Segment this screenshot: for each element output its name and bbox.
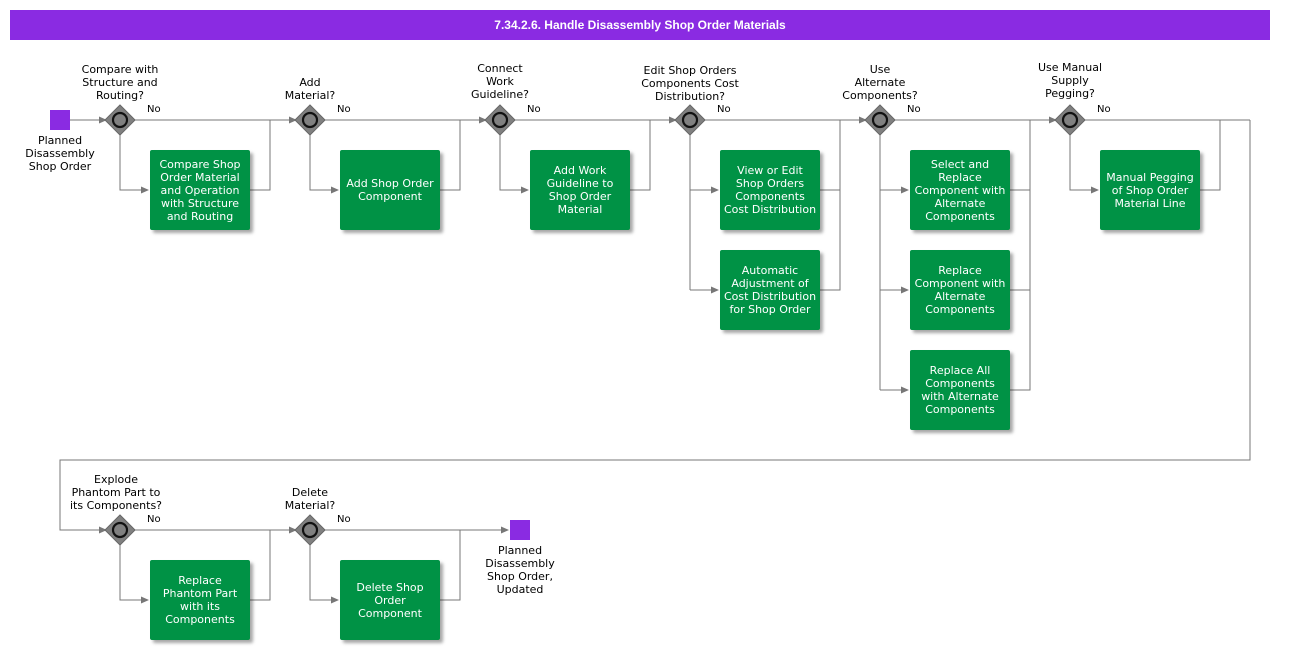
no-label-g7: No bbox=[147, 514, 161, 525]
task-edit-cost-distribution[interactable]: View or Edit Shop Orders Components Cost… bbox=[720, 150, 820, 230]
flow-wrap bbox=[59, 120, 1251, 534]
flow-t9-out bbox=[1200, 120, 1221, 191]
task-compare-material[interactable]: Compare Shop Order Material and Operatio… bbox=[150, 150, 250, 230]
gateway-g8-shape bbox=[294, 514, 326, 546]
flow-g3-yes bbox=[499, 134, 529, 194]
task-auto-adjust-cost[interactable]: Automatic Adjustment of Cost Distributio… bbox=[720, 250, 820, 330]
no-label-g4: No bbox=[717, 104, 731, 115]
flow-g7-yes bbox=[119, 544, 149, 604]
flow-g1-yes bbox=[119, 134, 149, 194]
gateway-g1-shape bbox=[104, 104, 136, 136]
flow-g6-yes bbox=[1069, 134, 1099, 194]
task-manual-pegging[interactable]: Manual Pegging of Shop Order Material Li… bbox=[1100, 150, 1200, 230]
gateway-g5-shape bbox=[864, 104, 896, 136]
gateway-shapes bbox=[104, 104, 1086, 546]
flow-t10-out bbox=[250, 526, 297, 601]
flow-t5-out bbox=[820, 116, 867, 291]
flow-g8-yes bbox=[309, 544, 339, 604]
flow-g2-no bbox=[324, 119, 461, 123]
diagram-title: 7.34.2.6. Handle Disassembly Shop Order … bbox=[10, 10, 1270, 40]
flow-g1-no bbox=[134, 119, 271, 123]
no-label-g1: No bbox=[147, 104, 161, 115]
flow-t11-out bbox=[440, 526, 509, 601]
end-event-label: Planned Disassembly Shop Order, Updated bbox=[485, 544, 555, 596]
flow-g2-yes bbox=[309, 134, 339, 194]
no-label-g8: No bbox=[337, 514, 351, 525]
gateway-g4-shape bbox=[674, 104, 706, 136]
end-event bbox=[510, 520, 530, 540]
flow-t8-out bbox=[1010, 116, 1057, 391]
gateway-label-g3: Connect Work Guideline? bbox=[471, 62, 529, 101]
flow-g8-no bbox=[324, 529, 461, 533]
gateway-label-g1: Compare with Structure and Routing? bbox=[81, 63, 159, 102]
gateway-label-g4: Edit Shop Orders Components Cost Distrib… bbox=[641, 64, 739, 103]
flow-t1-out bbox=[250, 116, 297, 191]
flow-t3-out bbox=[630, 116, 677, 191]
task-replace-all-components[interactable]: Replace All Components with Alternate Co… bbox=[910, 350, 1010, 430]
gateway-g2-shape bbox=[294, 104, 326, 136]
gateway-g7-shape bbox=[104, 514, 136, 546]
task-replace-phantom-part[interactable]: Replace Phantom Part with its Components bbox=[150, 560, 250, 640]
task-add-work-guideline[interactable]: Add Work Guideline to Shop Order Materia… bbox=[530, 150, 630, 230]
no-label-g2: No bbox=[337, 104, 351, 115]
gateway-label-g5: Use Alternate Components? bbox=[842, 63, 918, 102]
gateway-label-g7: Explode Phantom Part to its Components? bbox=[69, 473, 163, 512]
task-add-component[interactable]: Add Shop Order Component bbox=[340, 150, 440, 230]
gateway-g6-shape bbox=[1054, 104, 1086, 136]
flow-g4-no bbox=[704, 119, 841, 123]
gateway-label-g6: Use Manual Supply Pegging? bbox=[1037, 61, 1103, 100]
flow-g3-no bbox=[514, 119, 651, 123]
gateway-g3-shape bbox=[484, 104, 516, 136]
task-delete-component[interactable]: Delete Shop Order Component bbox=[340, 560, 440, 640]
flow-g5-no bbox=[894, 119, 1031, 123]
gateway-label-g2: Add Material? bbox=[284, 76, 336, 102]
no-label-g6: No bbox=[1097, 104, 1111, 115]
flow-g7-no bbox=[134, 529, 271, 533]
no-label-g5: No bbox=[907, 104, 921, 115]
flow-t2-out bbox=[440, 116, 487, 191]
no-label-g3: No bbox=[527, 104, 541, 115]
gateway-label-g8: Delete Material? bbox=[284, 486, 336, 512]
start-event-label: Planned Disassembly Shop Order bbox=[25, 134, 95, 173]
task-replace-component[interactable]: Replace Component with Alternate Compone… bbox=[910, 250, 1010, 330]
start-event bbox=[50, 110, 70, 130]
task-select-replace-component[interactable]: Select and Replace Component with Altern… bbox=[910, 150, 1010, 230]
